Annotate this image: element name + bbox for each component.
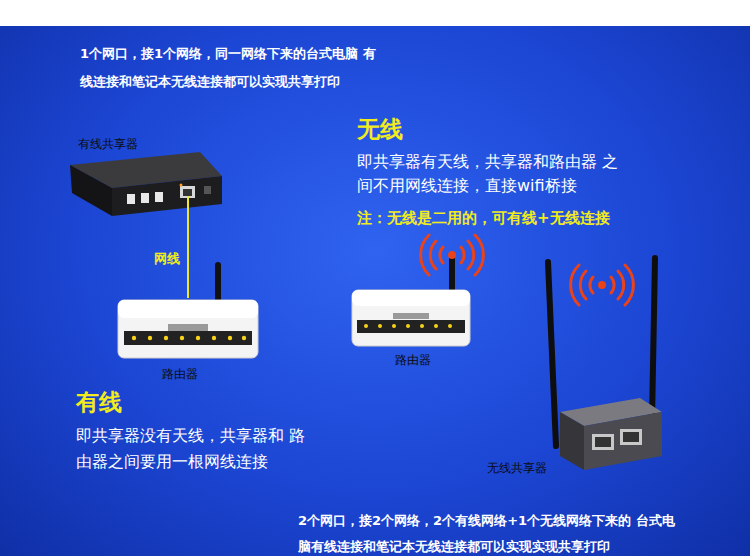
label-slot: 1个网口，接1个网络，同一网络下来的台式电脑 有线连接和笔记本无线连接都可以实现… [80, 40, 380, 96]
bottom-note: 2个网口，接2个网络，2个有线网络+1个无线网络下来的 台式电脑有线连接和笔记本… [298, 508, 678, 556]
device-label: 无线共享器 [487, 460, 547, 476]
network-cable [187, 220, 189, 298]
top-note: 1个网口，接1个网络，同一网络下来的台式电脑 有线连接和笔记本无线连接都可以实现… [80, 40, 380, 96]
label-slot: 有线 [76, 387, 156, 417]
cable-label: 网线 [154, 250, 180, 268]
wired-sharer-figure [70, 152, 222, 221]
section-text: 即共享器有天线，共享器和路由器 之间不用网线连接，直接wifi桥接 [357, 150, 619, 198]
device-label: 有线共享器 [78, 136, 138, 152]
wired-sharer: 有线共享器 [58, 132, 230, 220]
label-slot: 即共享器没有天线，共享器和 路由器之间要用一根网线连接 [76, 423, 310, 475]
wifi-waves [421, 235, 484, 275]
device-label: 路由器 [162, 366, 198, 382]
section-heading: 有线 [76, 387, 156, 417]
section-text: 即共享器没有天线，共享器和 路由器之间要用一根网线连接 [76, 423, 310, 475]
note-text: 注：无线是二用的，可有线+无线连接 [357, 207, 687, 229]
router: 路由器 [110, 298, 250, 384]
label-slot: 即共享器有天线，共享器和路由器 之间不用网线连接，直接wifi桥接 [357, 150, 619, 198]
wifi-waves [571, 265, 634, 305]
section-heading: 无线 [357, 114, 437, 144]
wireless-sharer-figure [548, 258, 662, 470]
router: 路由器 [350, 288, 476, 370]
router-figure [352, 253, 470, 346]
label-slot: 无线 [357, 114, 437, 144]
device-label: 路由器 [395, 352, 431, 368]
label-slot: 2个网口，接2个网络，2个有线网络+1个无线网络下来的 台式电脑有线连接和笔记本… [298, 508, 678, 556]
white-strip [0, 0, 750, 26]
label-slot: 注：无线是二用的，可有线+无线连接 [357, 207, 687, 229]
label-slot: 网线 [154, 250, 180, 268]
wireless-sharer: 无线共享器 [484, 398, 656, 480]
